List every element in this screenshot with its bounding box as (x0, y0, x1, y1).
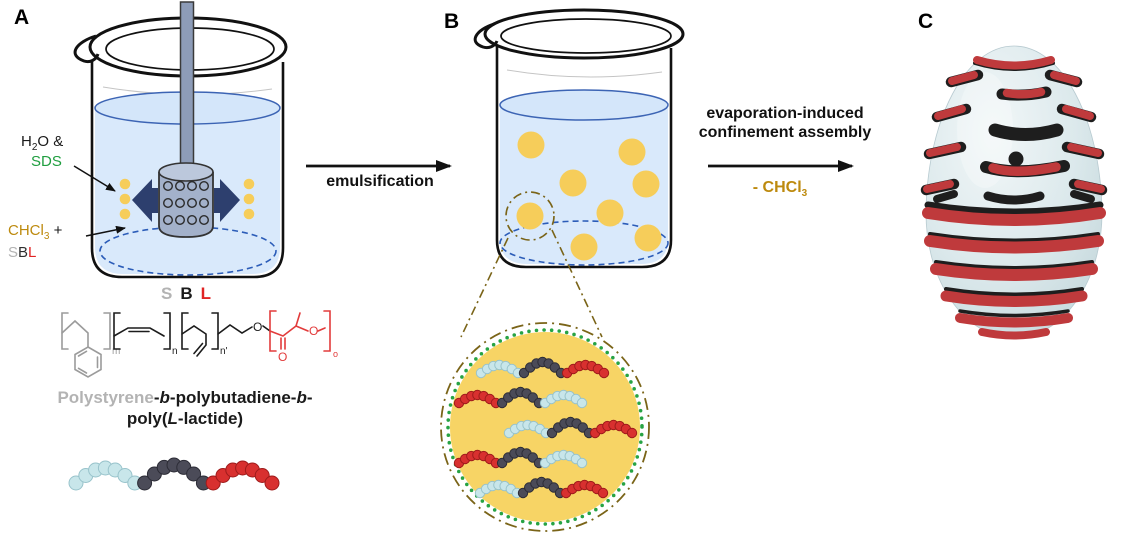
droplet-zoom-callout (505, 191, 555, 241)
surfactant-ring (446, 328, 644, 526)
homogenizer-shaft (179, 1, 195, 175)
sds-label: SDS (31, 153, 62, 170)
emulsion-droplets-b (516, 131, 662, 261)
lower-lamellae-rings (922, 201, 1106, 340)
structure-polystyrene (61, 312, 111, 378)
upper-lamellae (920, 69, 1108, 205)
structure-sub-m: m (112, 346, 120, 357)
water-sds-label: H2O & (21, 133, 64, 153)
sbl-label: SBL (8, 244, 37, 261)
homogenizer-holes (162, 180, 209, 225)
structure-polybutadiene (113, 312, 271, 357)
magnified-droplet (440, 322, 650, 532)
polymer-chain (474, 476, 609, 499)
beaker-b-spout (473, 22, 499, 50)
polymer-name-line1: Polystyrene-b-polybutadiene-b- (57, 388, 313, 407)
shear-flow-arrows (132, 179, 240, 222)
structure-sub-n-prime: n' (220, 346, 228, 357)
structure-sub-o: o (333, 349, 338, 359)
water-label-pointer (73, 165, 116, 192)
panel-label-c: C (918, 10, 934, 33)
structure-sub-n: n (172, 346, 178, 357)
homogenizer (158, 1, 214, 238)
polymer-chain (475, 356, 610, 379)
chemical-structure: m n n' O O O o (61, 310, 338, 378)
polymer-chain (453, 386, 588, 409)
chcl3-label-pointer (85, 225, 126, 237)
structure-polylactide (269, 310, 331, 352)
panel-label-a: A (14, 6, 30, 29)
polymer-chain (453, 446, 588, 469)
emulsion-droplets-a (119, 178, 255, 220)
polymer-name-line2: poly(L-lactide) (126, 409, 244, 428)
structure-atom-o-carbonyl: O (278, 350, 287, 364)
beaker-b (460, 8, 685, 338)
beaker-a (73, 1, 288, 279)
structure-atom-o-backbone: O (253, 320, 262, 334)
structure-atom-o-ester: O (309, 324, 318, 338)
evaporation-label: evaporation-induced confinement assembly (698, 105, 872, 141)
chcl3-removal-label: - CHCl3 (752, 179, 808, 200)
chcl3-label: CHCl3 + (8, 222, 63, 242)
polymer-chain-legend (68, 457, 280, 491)
striped-particle (920, 45, 1108, 340)
beaker-a-spout (73, 34, 100, 64)
droplet-interior (450, 332, 640, 522)
polymer-chain (503, 416, 638, 439)
panel-label-b: B (444, 10, 460, 33)
emulsification-label: emulsification (326, 173, 434, 190)
